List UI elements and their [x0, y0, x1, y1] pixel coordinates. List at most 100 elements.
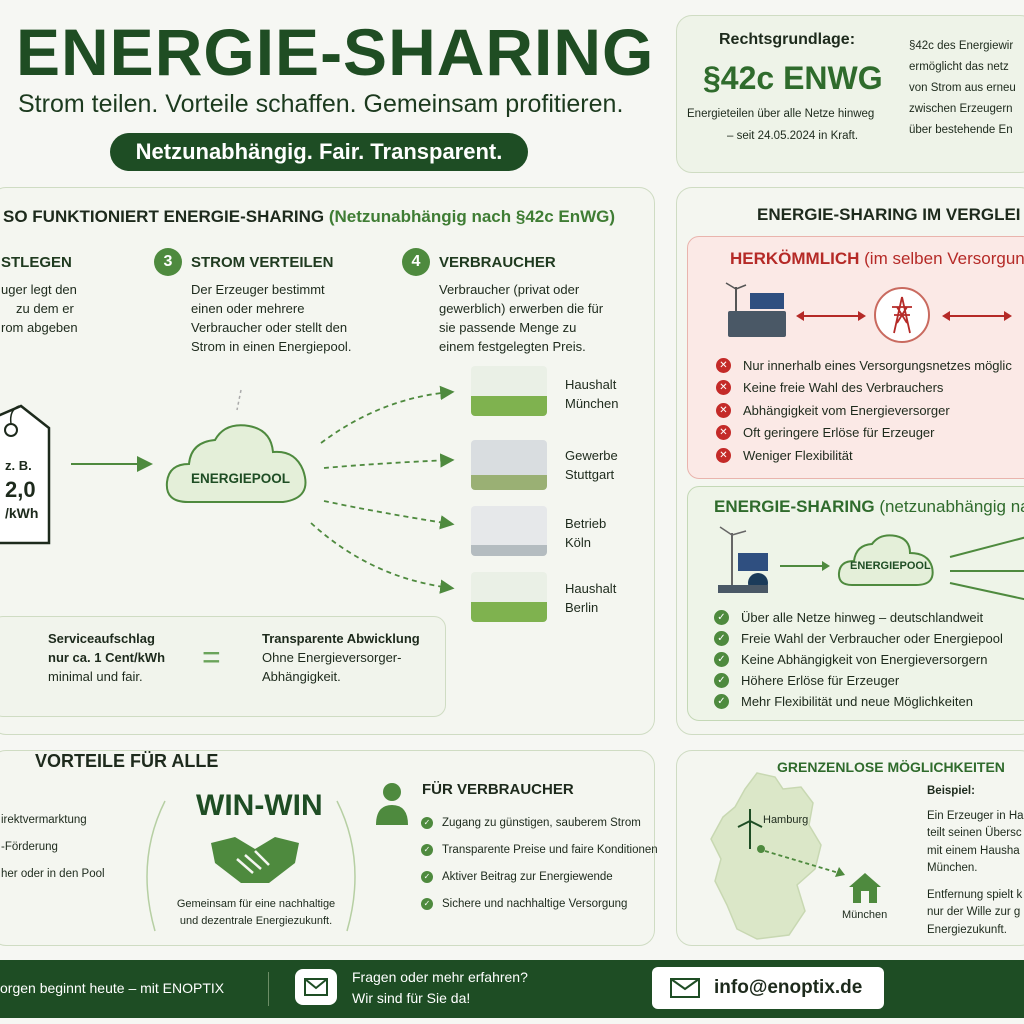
energy-pool-label: ENERGIEPOOL	[850, 560, 931, 572]
limitless-heading: GRENZENLOSE MÖGLICHKEITEN	[777, 759, 1005, 775]
mail-icon-box[interactable]	[295, 969, 337, 1005]
winwin-arcs	[146, 800, 356, 932]
mail-icon	[304, 978, 328, 996]
house-icon	[471, 572, 547, 622]
page-subtitle: Strom teilen. Vorteile schaffen. Gemeins…	[18, 90, 624, 118]
email-button[interactable]: info@enoptix.de	[652, 967, 884, 1009]
power-pylon-icon	[874, 287, 930, 343]
footer-slogan: orgen beginnt heute – mit ENOPTIX	[0, 980, 225, 996]
page-title: ENERGIE-SHARING	[16, 15, 655, 89]
sharing-item: ✓Mehr Flexibilität und neue Möglichkeite…	[714, 691, 1003, 712]
sharing-box: ENERGIE-SHARING (netzunabhängig nach ENE…	[687, 486, 1024, 721]
consumer-item: ✓Transparente Preise und faire Kondition…	[421, 836, 658, 863]
x-icon: ✕	[716, 425, 731, 441]
tag-text: z. B. 2,0 /kWh	[5, 458, 39, 521]
email-link[interactable]: info@enoptix.de	[714, 977, 863, 998]
city-munich-label: München	[842, 909, 888, 921]
benefits-heading: VORTEILE FÜR ALLE	[35, 751, 219, 771]
house-icon	[849, 873, 881, 903]
double-arrow-icon	[796, 311, 866, 321]
office-building-icon	[471, 440, 547, 490]
price-tag-icon	[0, 404, 51, 545]
destination-label: Betrieb Köln	[565, 516, 607, 550]
destination-label: Gewerbe Stuttgart	[565, 448, 618, 482]
consumer-list: ✓Zugang zu günstigen, sauberem Strom ✓Tr…	[421, 809, 658, 917]
sharing-list: ✓Über alle Netze hinweg – deutschlandwei…	[714, 607, 1003, 712]
tagline-pill: Netzunabhängig. Fair. Transparent.	[110, 133, 528, 171]
traditional-item: ✕Nur innerhalb eines Versorgungsnetzes m…	[716, 354, 1012, 377]
x-icon: ✕	[716, 402, 731, 418]
step4-text: Verbraucher (privat oder gewerblich) erw…	[439, 282, 604, 354]
contact-question: Fragen oder mehr erfahren? Wir sind für …	[352, 969, 528, 1006]
sharing-item: ✓Höhere Erlöse für Erzeuger	[714, 670, 1003, 691]
step3-title: STROM VERTEILEN	[191, 254, 334, 271]
factory-building-icon	[471, 506, 547, 556]
winwin-text: Gemeinsam für eine nachhaltige und dezen…	[176, 898, 336, 927]
legal-law: §42c ENWG	[703, 60, 883, 96]
benefits-card: VORTEILE FÜR ALLE irektvermarktung -Förd…	[0, 750, 658, 946]
destination-label: Haushalt Berlin	[565, 581, 617, 615]
house-icon	[471, 366, 547, 416]
x-icon: ✕	[716, 380, 731, 396]
arrow-right-icon	[780, 561, 830, 571]
how-it-works-card: SO FUNKTIONIERT ENERGIE-SHARING (Netzuna…	[0, 187, 655, 735]
check-icon: ✓	[421, 870, 433, 883]
traditional-box: HERKÖMMLICH (im selben Versorgung ✕Nur i…	[687, 236, 1024, 479]
service-fee-text: Serviceaufschlag nur ca. 1 Cent/kWh mini…	[48, 631, 166, 684]
comparison-heading: ENERGIE-SHARING IM VERGLEI	[757, 205, 1021, 224]
fee-box: Serviceaufschlag nur ca. 1 Cent/kWh mini…	[0, 616, 446, 717]
city-hamburg-label: Hamburg	[763, 814, 809, 826]
consumer-item: ✓Sichere und nachhaltige Versorgung	[421, 890, 658, 917]
handshake-icon	[211, 837, 299, 883]
check-icon: ✓	[714, 610, 729, 625]
legal-note-line2: – seit 24.05.2024 in Kraft.	[727, 130, 859, 142]
check-icon: ✓	[714, 652, 729, 667]
legal-note-line1: Energieteilen über alle Netze hinweg	[687, 108, 875, 120]
sharing-item: ✓Über alle Netze hinweg – deutschlandwei…	[714, 607, 1003, 628]
step2-title: STLEGEN	[1, 254, 72, 271]
check-icon: ✓	[421, 816, 433, 829]
traditional-item: ✕Abhängigkeit vom Energieversorger	[716, 399, 1012, 422]
route-arrow	[757, 845, 845, 877]
how-heading: SO FUNKTIONIERT ENERGIE-SHARING (Netzuna…	[3, 207, 616, 226]
x-icon: ✕	[716, 447, 731, 463]
example-text: Beispiel: Ein Erzeuger in Ha teilt seine…	[927, 785, 1024, 936]
step3-number: 3	[154, 248, 182, 276]
consumer-person-icon	[376, 783, 408, 825]
step3-text: Der Erzeuger bestimmt einen oder mehrere…	[191, 282, 352, 354]
energy-pool-cloud-icon	[837, 534, 934, 586]
x-icon: ✕	[716, 357, 731, 373]
wind-turbine-icon	[737, 809, 763, 849]
traditional-title: HERKÖMMLICH (im selben Versorgung	[730, 249, 1024, 268]
winwin-title: WIN-WIN	[196, 789, 323, 822]
step2-text: uger legt den zu dem er rom abgeben	[1, 282, 78, 335]
solar-wind-icon	[725, 282, 786, 337]
traditional-item: ✕Keine freie Wahl des Verbrauchers	[716, 377, 1012, 400]
consumer-title: FÜR VERBRAUCHER	[422, 781, 574, 798]
traditional-item: ✕Weniger Flexibilität	[716, 444, 1012, 467]
step4-title: VERBRAUCHER	[439, 254, 556, 271]
footer-divider	[268, 972, 269, 1006]
double-arrow-icon	[942, 311, 1012, 321]
sharing-title: ENERGIE-SHARING (netzunabhängig nach	[714, 497, 1024, 516]
step4-number: 4	[402, 248, 430, 276]
legal-heading: Rechtsgrundlage:	[719, 31, 856, 48]
check-icon: ✓	[714, 631, 729, 646]
producer-list: irektvermarktung -Förderung her oder in …	[1, 814, 105, 880]
sharing-item: ✓Keine Abhängigkeit von Energieversorger…	[714, 649, 1003, 670]
distribution-arrows	[949, 536, 1024, 601]
equals-sign: =	[202, 639, 221, 675]
transparent-text: Transparente Abwicklung Ohne Energievers…	[262, 631, 420, 684]
footer-bar: orgen beginnt heute – mit ENOPTIX Fragen…	[0, 960, 1024, 1018]
flow-arrows	[71, 385, 455, 594]
legal-right-text: §42c des Energiewir ermöglicht das netz …	[909, 40, 1016, 136]
energy-pool-label: ENERGIEPOOL	[191, 471, 291, 486]
sharing-item: ✓Freie Wahl der Verbraucher oder Energie…	[714, 628, 1003, 649]
solar-wind-icon	[718, 526, 768, 593]
check-icon: ✓	[421, 897, 433, 910]
check-icon: ✓	[714, 694, 729, 709]
legal-card: Rechtsgrundlage: §42c ENWG Energieteilen…	[676, 15, 1024, 173]
germany-map-icon	[710, 772, 822, 940]
mail-icon	[670, 978, 700, 998]
check-icon: ✓	[421, 843, 433, 856]
